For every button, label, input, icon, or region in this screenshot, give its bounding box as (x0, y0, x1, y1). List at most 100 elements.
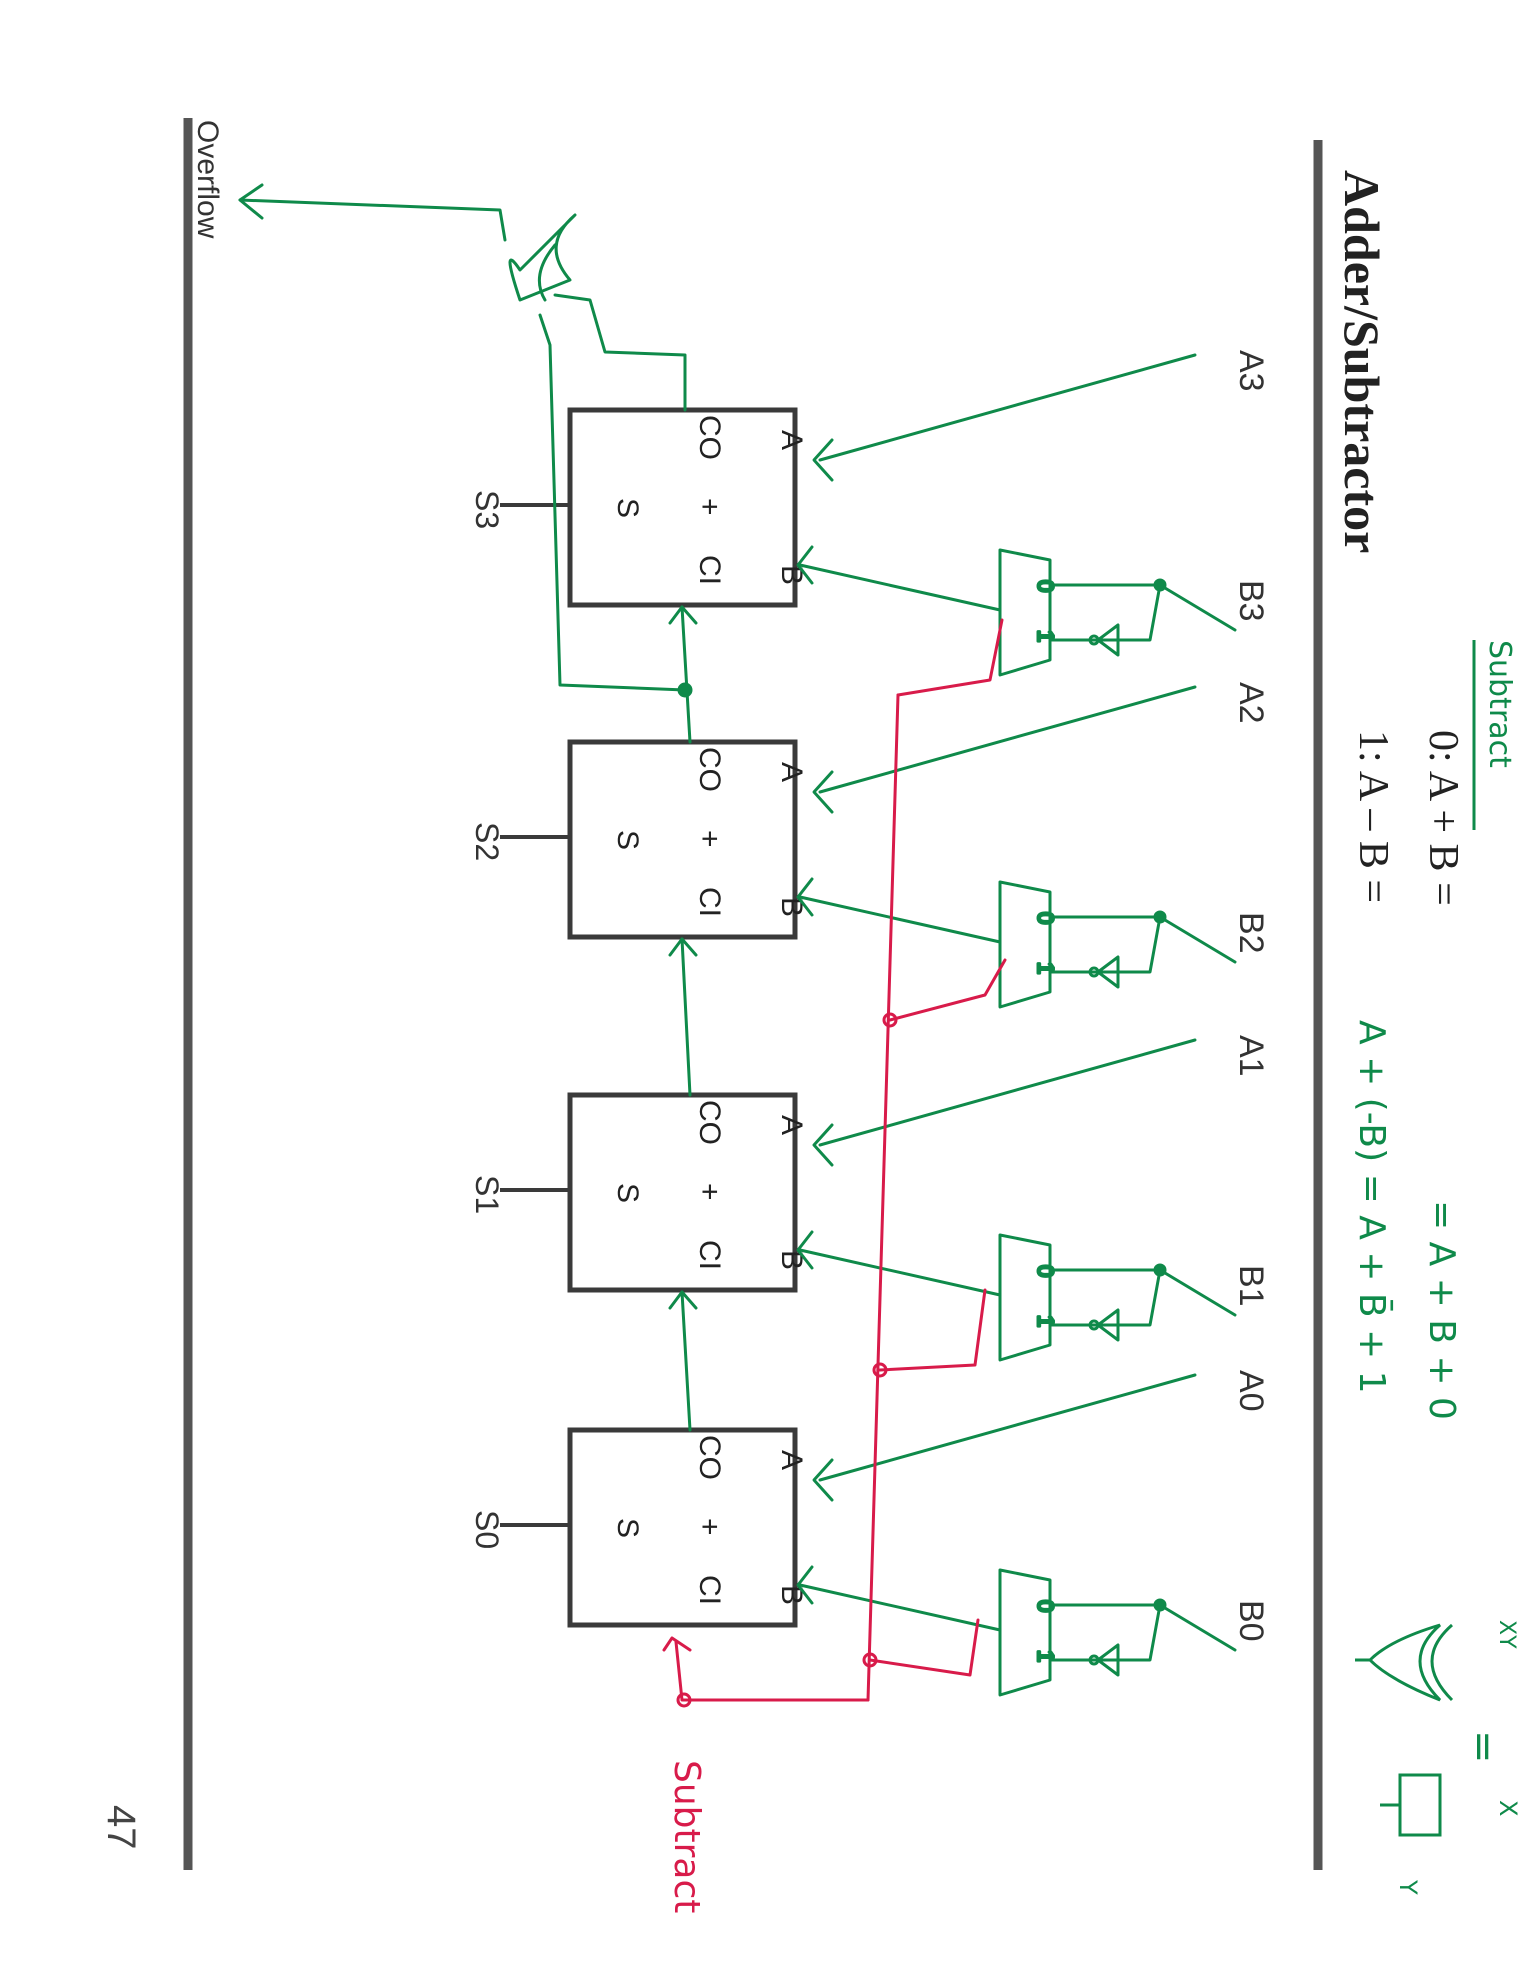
junction-dot (677, 682, 693, 698)
b-input-arrow (796, 545, 814, 585)
adder-pin-b: B (775, 1585, 808, 1605)
inverter-bubble-icon (1088, 966, 1100, 978)
junction-dot (862, 1652, 878, 1668)
a-input-arrow (812, 1458, 834, 1502)
adder-op: + (693, 830, 726, 848)
input-b-label: B0 (1232, 1600, 1270, 1642)
inverter-icon (1096, 623, 1120, 657)
carry-arrow (668, 605, 698, 625)
overflow-arrow (238, 183, 264, 220)
a-input-arrow (812, 438, 834, 482)
xor-to-overflow-wire (238, 198, 507, 242)
input-a-label: A0 (1232, 1370, 1270, 1412)
mux-to-b-wire (798, 1248, 1002, 1297)
input-a-label: A1 (1232, 1035, 1270, 1077)
adder-op: + (693, 1518, 726, 1536)
legend-xy: XY (1494, 1620, 1519, 1649)
equation-add-rhs: = A + B + 0 (1421, 1200, 1462, 1420)
mux-input-0: 0 (1033, 1265, 1058, 1277)
b-input-wire (1048, 1603, 1237, 1652)
b-invert-path (1048, 583, 1162, 642)
sum-output-label: S0 (469, 1510, 505, 1549)
inverter-icon (1096, 1308, 1120, 1342)
legend-y: Y (1394, 1879, 1422, 1895)
adder-op: + (693, 498, 726, 516)
adder-pin-b: B (775, 897, 808, 917)
input-a-label: A2 (1232, 682, 1270, 724)
carry-arrow (668, 937, 698, 957)
subtract-branch-0 (868, 1618, 980, 1677)
xor-legend (1355, 1623, 1454, 1837)
a-input-wire (818, 1038, 1197, 1147)
adder-box (567, 739, 798, 940)
adder-chain: ABCO+CISS3A3B3ABCO+CISS2A2B2ABCO+CISS1A1… (469, 350, 1270, 1642)
subtract-label: Subtract (666, 1760, 707, 1913)
mux-to-b-wire (798, 1583, 1002, 1632)
page-number: 47 (99, 1805, 143, 1850)
b-input-arrow (796, 1230, 814, 1270)
junction-dot (1153, 578, 1167, 592)
adder-pin-co: CO (693, 747, 726, 792)
adder-box (567, 1092, 798, 1293)
adder-op: + (693, 1183, 726, 1201)
inverter-bubble-icon (1088, 1654, 1100, 1666)
equation-sub: 1: A – B = (1350, 730, 1396, 903)
b-invert-path (1048, 1603, 1162, 1662)
a-input-arrow (812, 1123, 834, 1167)
adder-pin-co: CO (693, 415, 726, 460)
xor-back-curve (1430, 1623, 1454, 1702)
mux-to-b-wire (798, 895, 1002, 944)
adder-pin-a: A (775, 1450, 808, 1470)
b-input-arrow (796, 1565, 814, 1605)
adder-pin-b: B (775, 565, 808, 585)
subtract-wiring (662, 618, 1007, 1708)
adder-pin-ci: CI (693, 1240, 726, 1270)
b-select-mux (998, 880, 1052, 1009)
subtract-branch-2 (888, 958, 1007, 1022)
adder-pin-a: A (775, 1115, 808, 1135)
mux-input-0: 0 (1033, 912, 1058, 924)
ci0-arrow (662, 1636, 692, 1652)
adder-pin-a: A (775, 762, 808, 782)
junction-dot (1153, 1263, 1167, 1277)
subtract-to-ci0 (674, 1640, 870, 1702)
adder-pin-ci: CI (693, 887, 726, 917)
adder-pin-s: S (611, 1518, 644, 1538)
b-input-wire (1048, 915, 1237, 964)
input-b-label: B1 (1232, 1265, 1270, 1307)
carry-wire (680, 937, 692, 1097)
sum-output-label: S3 (469, 490, 505, 529)
adder-pin-s: S (611, 1183, 644, 1203)
carry-arrow (668, 1290, 698, 1310)
a-input-wire (818, 1373, 1197, 1482)
junction-dot (872, 1362, 888, 1378)
equation-add: 0: A + B = (1420, 730, 1466, 906)
b-input-wire (1048, 583, 1237, 632)
adder-box (567, 1427, 798, 1628)
equations: Subtract 0: A + B = = A + B + 0 1: A – B… (1350, 640, 1517, 1420)
input-b-label: B2 (1232, 912, 1270, 954)
overflow-label: Overflow (191, 120, 224, 239)
adder-pin-s: S (611, 498, 644, 518)
junction-dot (676, 1692, 692, 1708)
inverter-icon (1096, 955, 1120, 989)
input-b-label: B3 (1232, 580, 1270, 622)
junction-dot (1153, 910, 1167, 924)
carry-wire (680, 1290, 692, 1432)
b-invert-path (1048, 915, 1162, 974)
junction-dot (1153, 1598, 1167, 1612)
mux-input-0: 0 (1033, 580, 1058, 592)
adder-pin-ci: CI (693, 1575, 726, 1605)
adder-pin-co: CO (693, 1435, 726, 1480)
junction-dot (882, 1012, 898, 1028)
mux-input-0: 0 (1033, 1600, 1058, 1612)
equation-sub-rhs: A + (-B) = A + B̄ + 1 (1351, 1020, 1394, 1394)
a-input-wire (818, 685, 1197, 794)
ci3-to-xor-wire (538, 313, 687, 692)
subtract-bus (866, 693, 900, 1702)
